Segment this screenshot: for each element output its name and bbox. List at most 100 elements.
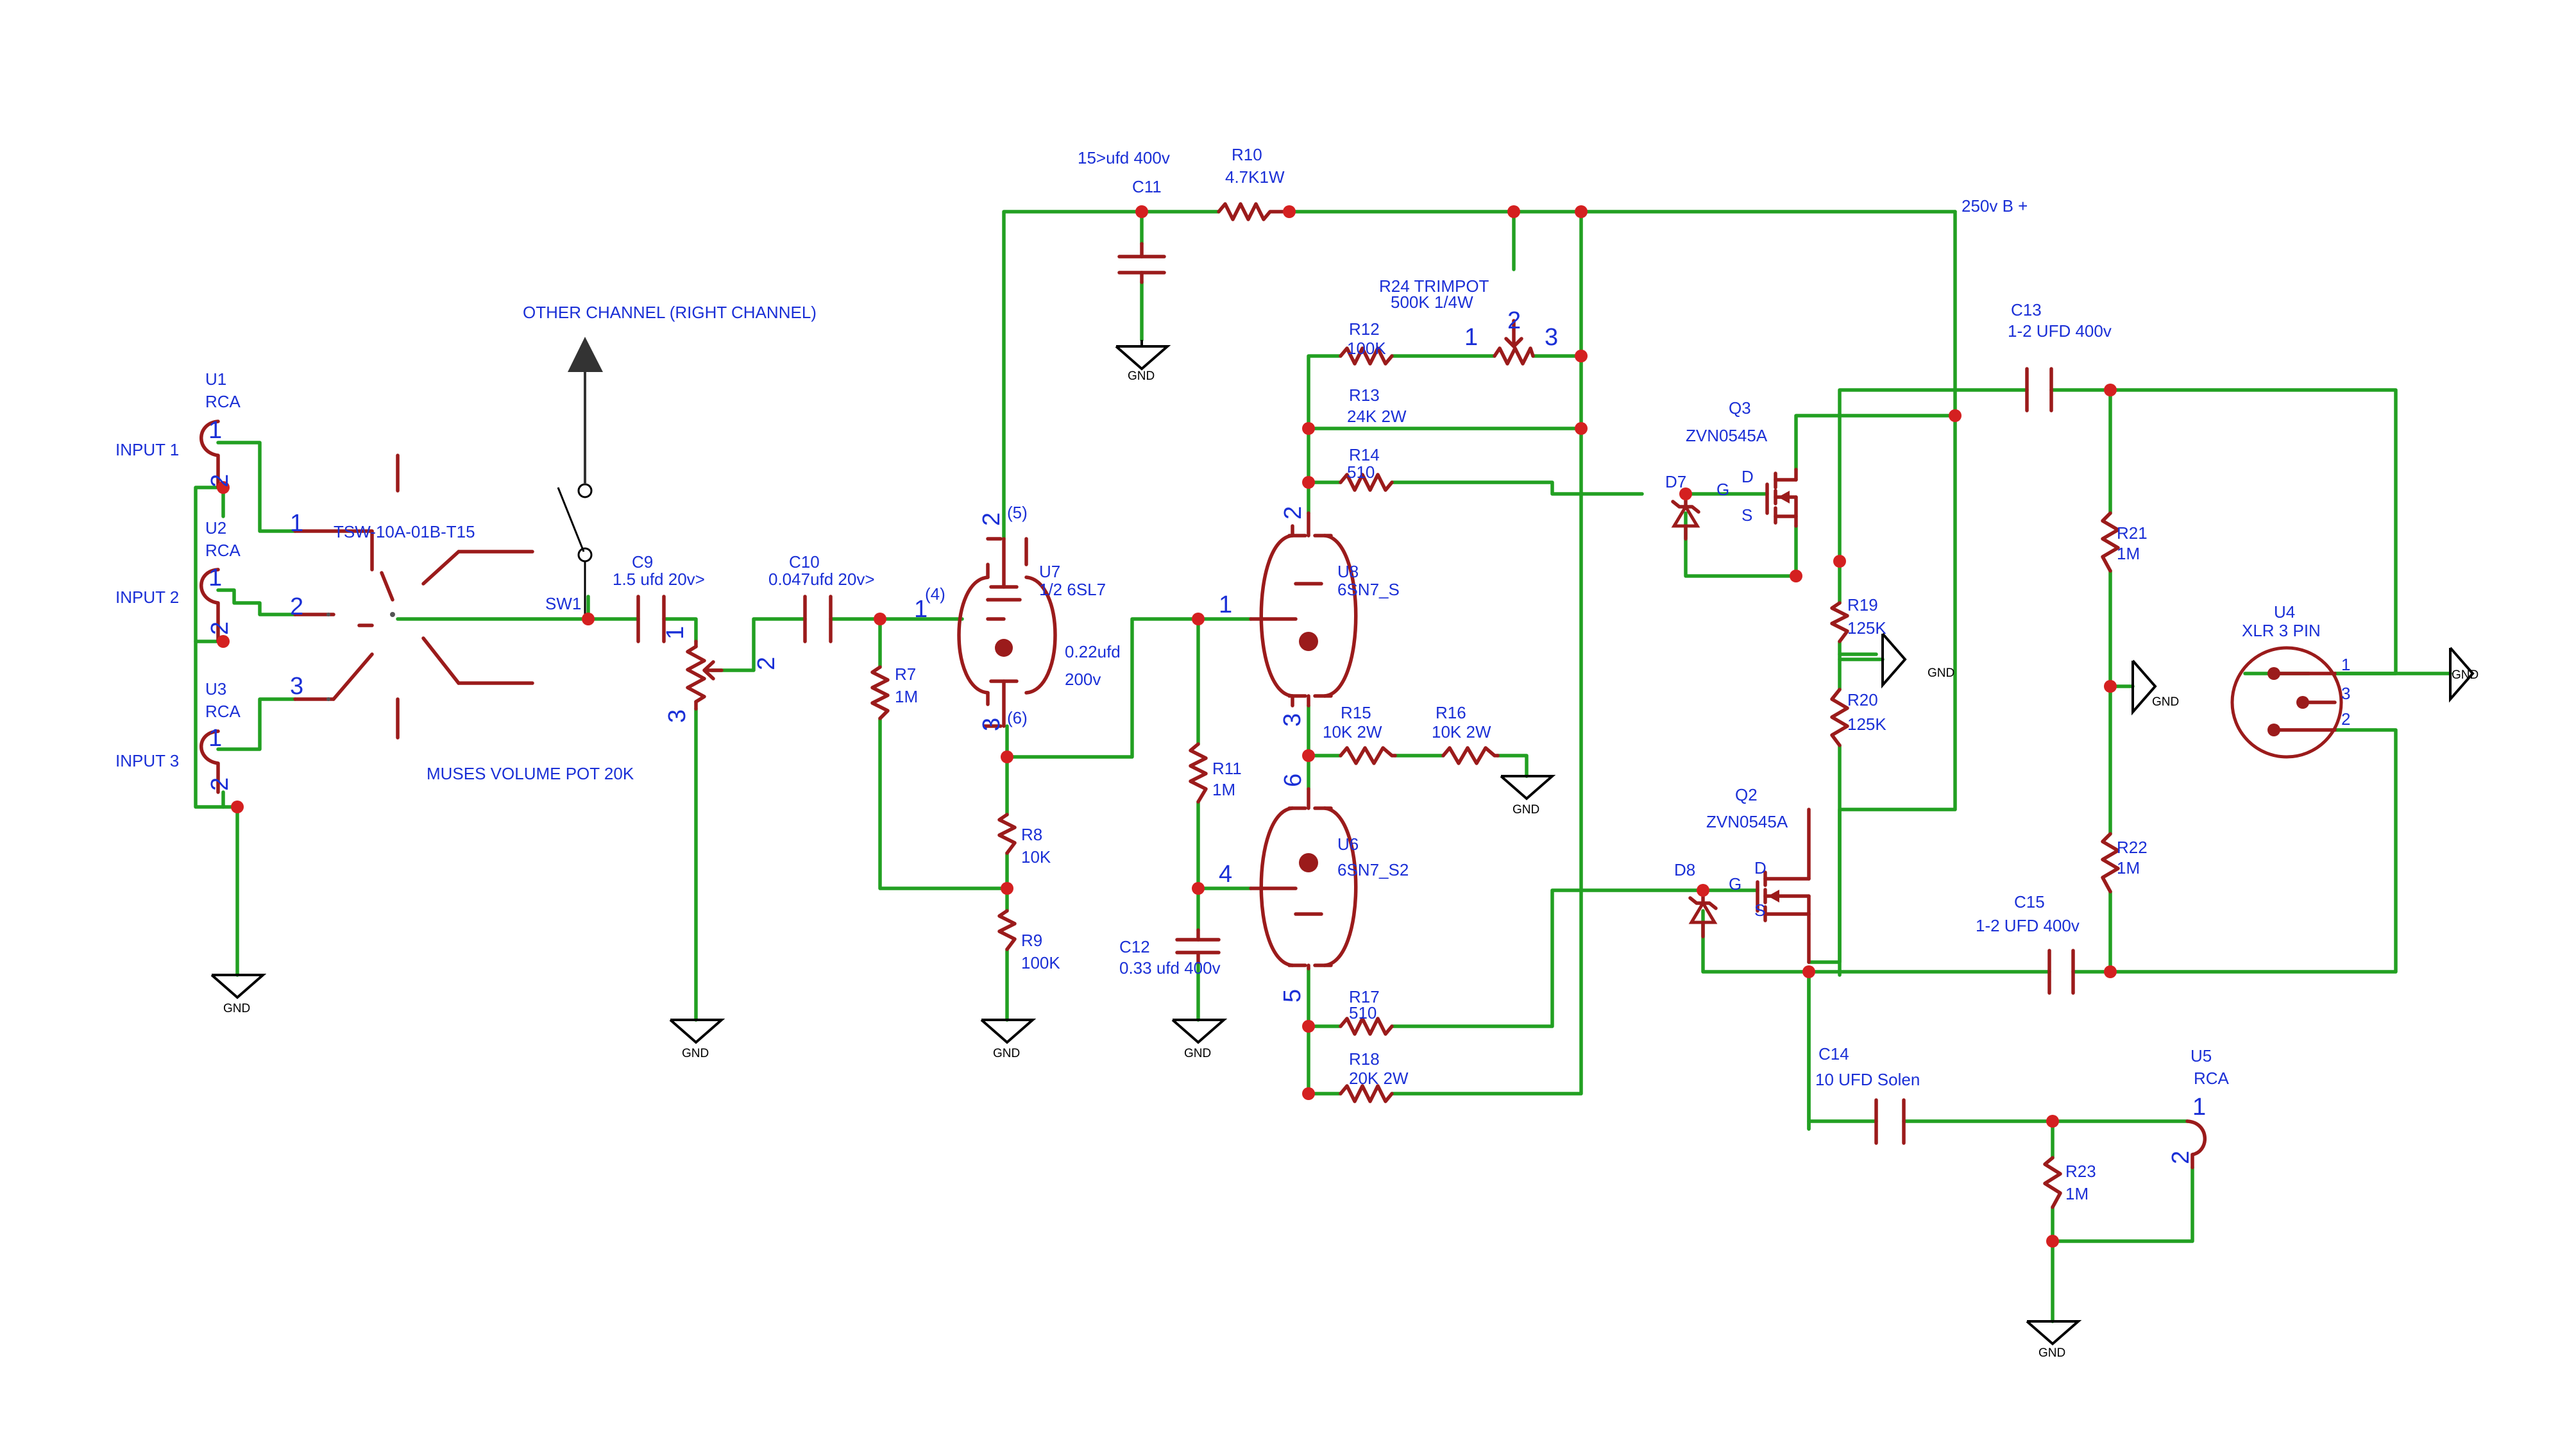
resistor-r14 [1339,473,1394,492]
r18-ref: R18 [1349,1049,1380,1069]
gnd-symbol [2026,1320,2082,1346]
c14-ref: C14 [1818,1044,1849,1063]
r7-val: 1M [895,687,918,706]
capacitor-c12 [1175,928,1221,964]
r21-val: 1M [2117,544,2140,563]
r7-ref: R7 [895,665,916,684]
gnd-symbol [1171,1019,1228,1044]
capacitor-c11 [1117,242,1166,284]
r17-val: 510 [1349,1003,1377,1022]
q2-s-label: S [1754,901,1765,920]
pin-number: 1 [2341,655,2350,674]
tube-u7 [957,537,1057,728]
other-channel-label: OTHER CHANNEL (RIGHT CHANNEL) [523,303,817,322]
q3-ref: Q3 [1729,398,1751,418]
pin-number: (6) [1007,708,1028,727]
r22-val: 1M [2117,858,2140,877]
resistor-r15 [1339,746,1397,765]
q2-g-label: G [1729,874,1741,894]
input2-label: INPUT 2 [115,588,179,607]
c12-val: 0.33 ufd 400v [1119,958,1221,978]
resistor-r17 [1339,1017,1394,1036]
input1-label: INPUT 1 [115,440,179,459]
pin-number: 6 [1280,774,1307,787]
resistor-r18 [1339,1084,1394,1103]
pin-number: 2 [753,657,780,670]
resistor-r21 [2101,511,2120,573]
tube-u8 [1249,511,1358,708]
u5-ref: U5 [2190,1046,2212,1065]
pin-number: 2 [2167,1151,2194,1164]
gnd-symbol [1881,632,1907,689]
d8-label: D8 [1674,860,1695,879]
rca-jack-u2 [199,568,220,643]
gnd-label: GND [2038,1346,2065,1360]
pin-number: 2 [2341,709,2350,729]
u2-val: RCA [205,541,241,560]
pin-number: 2 [207,777,233,791]
c15-ref: C15 [2014,892,2045,911]
r11-val: 1M [1212,780,1235,799]
xlr-connector-u4 [2230,646,2343,759]
pin-number: 2 [290,593,303,620]
rca-jack-u5 [2185,1119,2207,1169]
pin-number: 2 [1507,307,1521,334]
u5-val: RCA [2194,1069,2230,1088]
r19-val: 125K [1847,618,1886,638]
c12-ref: C12 [1119,937,1150,956]
resistor-r20 [1830,688,1849,747]
resistor-r19 [1830,601,1849,643]
resistor-r23 [2043,1156,2062,1209]
r18-val: 20K 2W [1349,1069,1409,1088]
r12-ref: R12 [1349,319,1380,339]
pin-number: 1 [914,596,928,623]
arrow-up-icon [568,337,603,372]
r19-ref: R19 [1847,595,1878,614]
rca-jack-u3 [199,729,220,794]
gnd-label: GND [993,1047,1020,1060]
pin-number: 1 [208,417,222,444]
pin-number: 1 [208,564,222,591]
r10-ref: R10 [1232,145,1262,164]
ground-symbols [210,340,2475,1346]
resistor-r7 [870,665,890,720]
gnd-label: GND [1128,369,1155,383]
c13-val: 1-2 UFD 400v [2008,321,2112,341]
note-022ufd: 0.22ufd [1065,642,1121,661]
q3-val: ZVN0545A [1686,426,1768,445]
pin-number: 1 [1464,324,1478,351]
u8-ref: U8 [1337,562,1359,581]
gnd-symbol [210,974,267,999]
u7-ref: U7 [1039,562,1060,581]
volume-pot [686,640,724,711]
r14-ref: R14 [1349,445,1380,464]
q3-g-label: G [1716,480,1729,499]
c13-ref: C13 [2011,300,2042,319]
c11-ref: C11 [1132,177,1162,196]
c11-val: 15>ufd 400v [1078,148,1170,167]
u1-ref: U1 [205,369,226,389]
bplus-label: 250v B + [1962,196,2028,216]
resistor-r12 [1339,346,1394,366]
r13-ref: R13 [1349,386,1380,405]
pin-number: 3 [664,709,691,723]
c14-val: 10 UFD Solen [1815,1070,1920,1089]
q2-ref: Q2 [1735,785,1758,804]
r20-val: 125K [1847,715,1886,734]
pin-number: 4 [1219,861,1232,888]
r16-val: 10K 2W [1432,722,1491,741]
gnd-label: GND [1928,666,1954,680]
resistor-r9 [997,909,1017,951]
channel-switch-sw1 [557,337,603,616]
u2-ref: U2 [205,518,226,538]
pin-number: 1 [2192,1094,2206,1121]
capacitor-c9 [636,595,666,643]
tube-u6 [1249,787,1358,970]
gnd-label: GND [223,1002,250,1015]
gnd-label: GND [2152,695,2179,709]
r23-val: 1M [2065,1184,2089,1203]
u3-val: RCA [205,702,241,721]
pin-number: (4) [925,584,945,604]
pin-number: 3 [2341,684,2350,703]
pin-number: 5 [1279,989,1306,1003]
